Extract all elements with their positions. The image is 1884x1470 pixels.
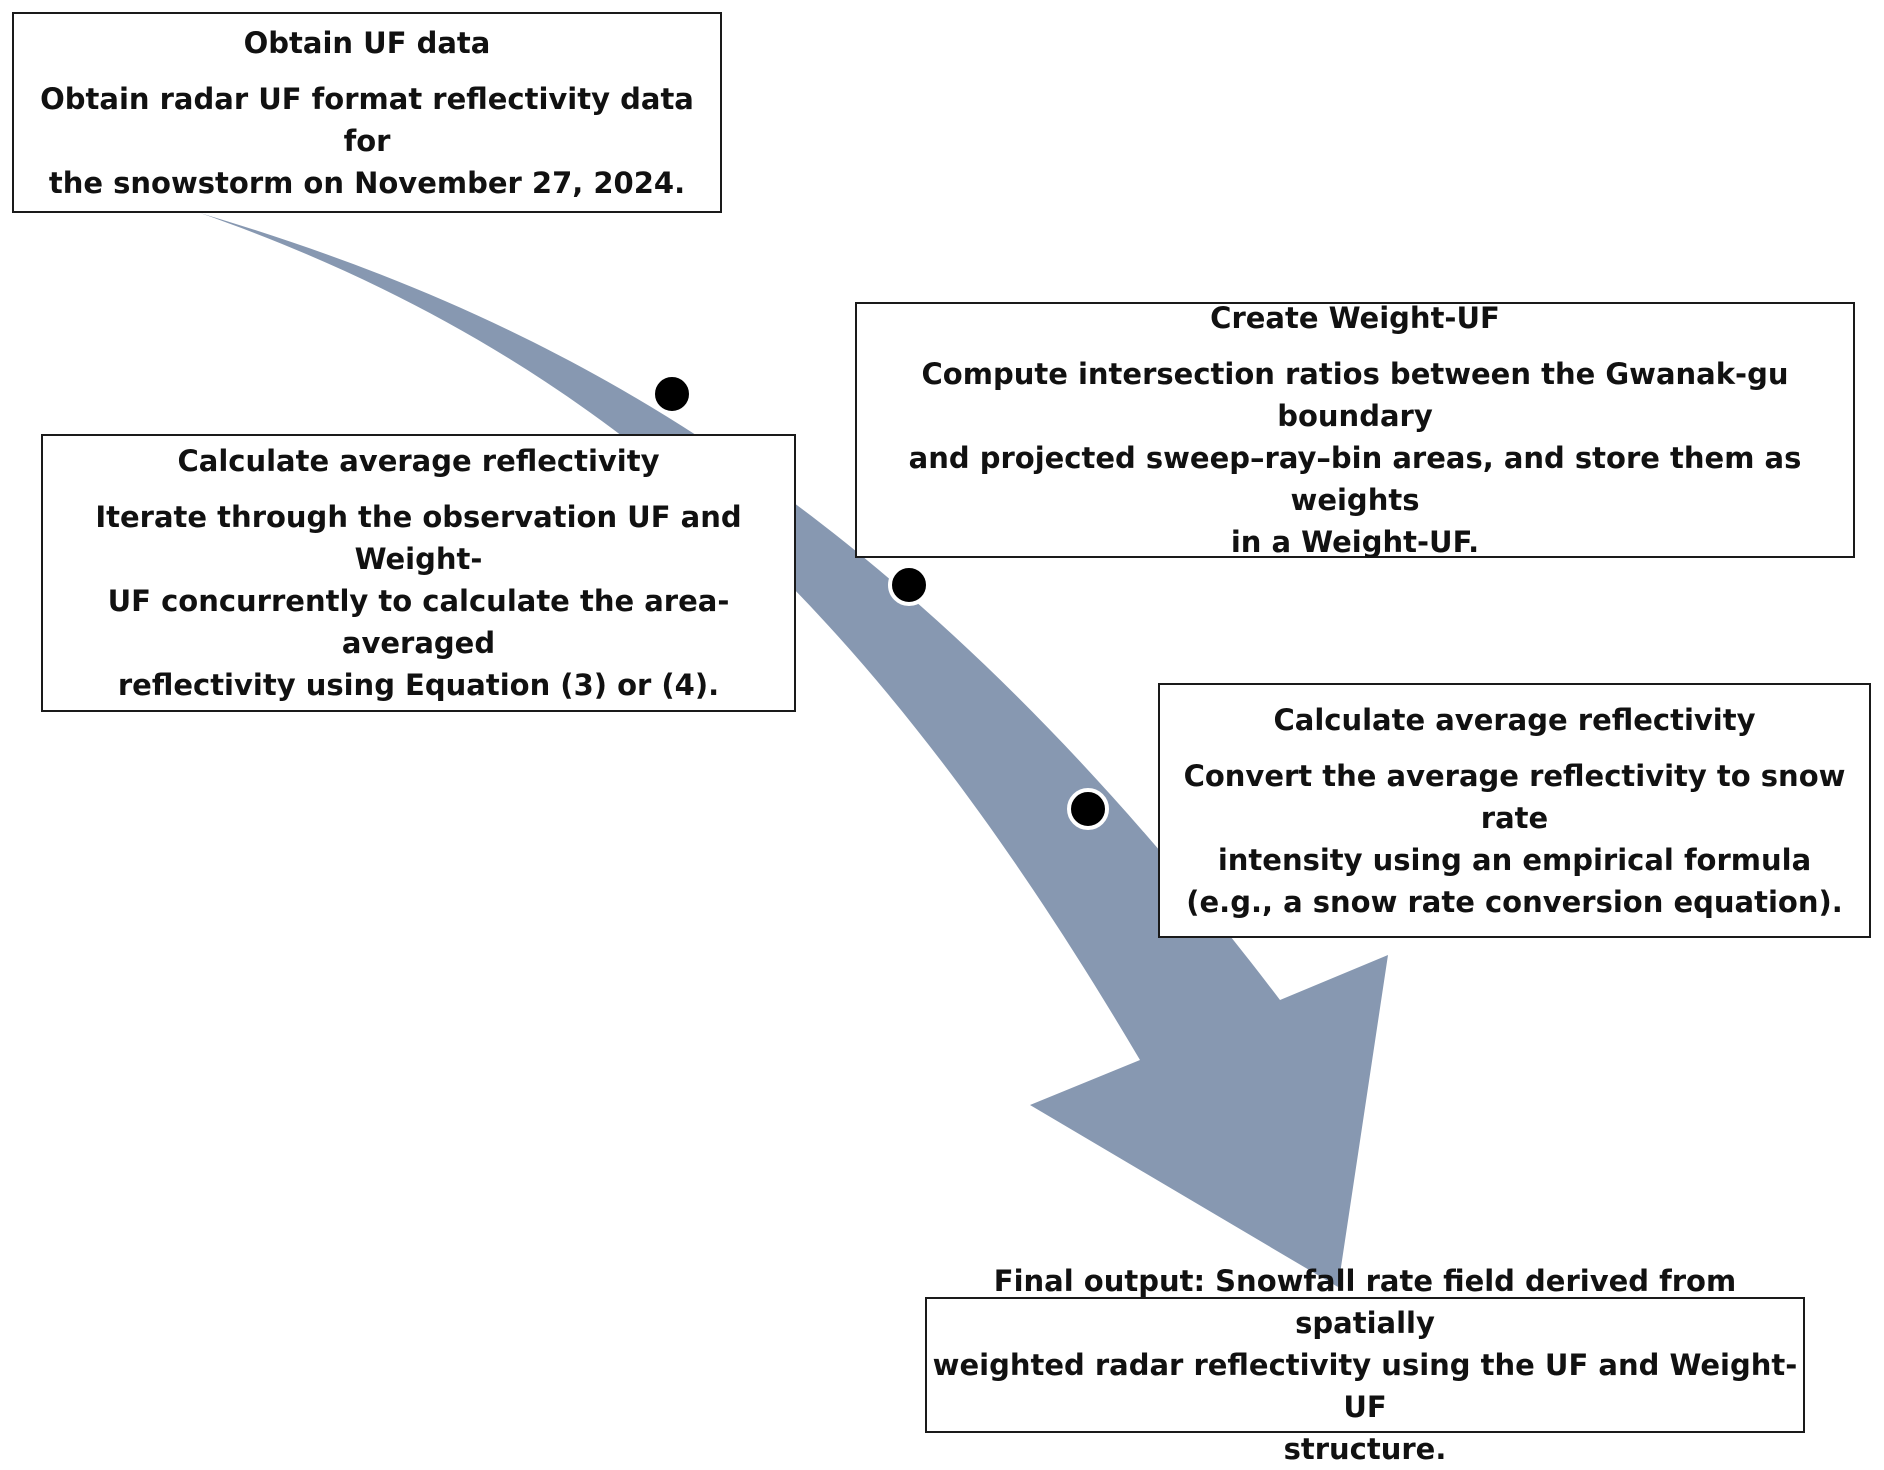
step-marker-1 — [651, 373, 693, 415]
final-output-box: Final output: Snowfall rate field derive… — [925, 1264, 1805, 1466]
flow-diagram: Obtain UF data Obtain radar UF format re… — [12, 12, 1871, 1466]
step-description: Compute intersection ratios between the … — [908, 357, 1802, 559]
final-output-text: Final output: Snowfall rate field derive… — [932, 1264, 1798, 1466]
step-description: Iterate through the observation UF and W… — [95, 500, 742, 702]
step-title: Calculate average reflectivity — [1273, 702, 1756, 737]
step-title: Calculate average reflectivity — [177, 444, 660, 478]
arrow-body — [200, 213, 1388, 1287]
step-description: Convert the average reflectivity to snow… — [1183, 758, 1846, 919]
step-box-obtain-uf: Obtain UF data Obtain radar UF format re… — [12, 12, 722, 213]
step-marker-3 — [1067, 788, 1109, 830]
step-marker-2 — [888, 564, 930, 606]
step-title: Obtain UF data — [243, 25, 491, 60]
step-description: Obtain radar UF format reflectivity data… — [40, 81, 694, 200]
step-box-snow-rate-conversion: Calculate average reflectivity Convert t… — [1158, 683, 1871, 938]
step-title: Create Weight-UF — [1210, 301, 1500, 335]
step-box-create-weight-uf: Create Weight-UF Compute intersection ra… — [855, 301, 1855, 559]
step-box-average-reflectivity: Calculate average reflectivity Iterate t… — [41, 434, 796, 712]
curved-arrow — [200, 213, 1388, 1287]
